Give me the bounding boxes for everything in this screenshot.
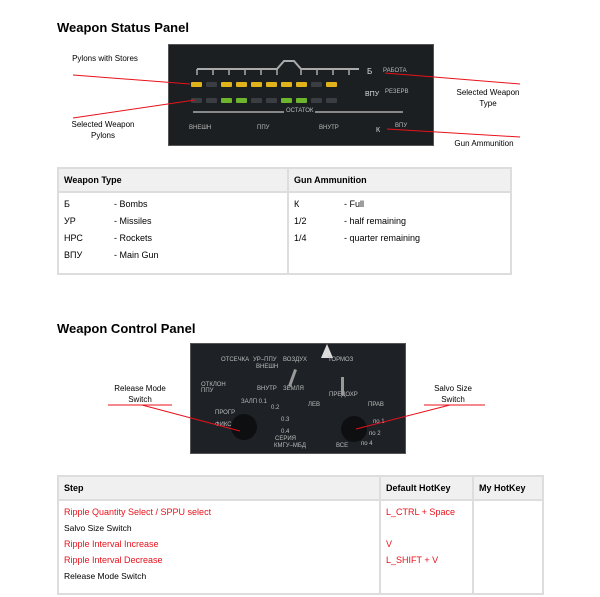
- table-row: Release Mode Switch: [64, 571, 147, 581]
- rezerv-label: РЕЗЕРВ: [385, 89, 409, 95]
- vpu-display: ВПУ: [365, 91, 380, 98]
- pylon-selected-led: [251, 98, 262, 103]
- list-item: Б- Bombs: [64, 199, 148, 209]
- pylon-store-led: [311, 82, 322, 87]
- hotkey-value: L_CTRL + Space: [386, 507, 455, 517]
- pylon-selected-led: [311, 98, 322, 103]
- pylon-selected-led: [266, 98, 277, 103]
- predokhr-label: ПРЕДОХР: [329, 392, 358, 398]
- pylon-selected-led: [206, 98, 217, 103]
- ostatok-label: ОСТАТОК: [284, 108, 316, 114]
- fiks-label: ФИКС: [215, 422, 232, 428]
- list-item: 1/2- half remaining: [294, 216, 407, 226]
- hotkey-value: [386, 571, 467, 587]
- v04-label: 0.4: [281, 429, 290, 435]
- pylon-selected-led: [281, 98, 292, 103]
- zalp-label: ЗАЛП 0.1: [241, 399, 268, 405]
- lev-label: ЛЕВ: [308, 402, 320, 408]
- seriya-label: СЕРИЯ: [275, 436, 296, 442]
- vnutr-label: ВНУТР: [257, 386, 277, 392]
- hotkey-value: [386, 523, 467, 539]
- weapon-control-panel-image: ОТСЕЧКА УР–ППУ ВНЕШН ВОЗДУХ ТОРМОЗ ОТКЛО…: [190, 343, 406, 454]
- list-item: ВПУ- Main Gun: [64, 250, 159, 260]
- ammo-display: К: [376, 127, 381, 134]
- v02-label: 0.2: [271, 405, 280, 411]
- header-my-hotkey: My HotKey: [473, 476, 544, 501]
- selected-type-annotation: Selected Weapon Type: [456, 88, 520, 108]
- weapon-control-title: Weapon Control Panel: [57, 321, 196, 336]
- otsechka-label: ОТСЕЧКА: [221, 357, 250, 363]
- weapon-type-display: Б: [367, 67, 373, 76]
- pylons-with-stores-annotation: Pylons with Stores: [72, 54, 138, 63]
- salvo-size-annotation: Salvo Size Switch: [434, 384, 472, 404]
- list-item: НРС- Rockets: [64, 233, 153, 243]
- v03-label: 0.3: [281, 417, 290, 423]
- ur-ppu-label: УР–ППУ: [253, 357, 277, 363]
- pylon-selected-led: [296, 98, 307, 103]
- zemlya-label: ЗЕМЛЯ: [283, 386, 304, 392]
- annotation-lines: [108, 404, 485, 432]
- header-step: Step: [58, 476, 381, 501]
- pylon-rail-icon: [196, 60, 359, 75]
- vnesh-label: ВНЕШН: [256, 364, 279, 370]
- po4-label: по 4: [361, 441, 373, 447]
- pylon-store-led: [251, 82, 262, 87]
- pylon-selected-led: [221, 98, 232, 103]
- list-item: К- Full: [294, 199, 364, 209]
- kmgu-label: КМГУ–МБД: [274, 443, 306, 449]
- pylon-selected-led: [191, 98, 202, 103]
- pylon-store-led: [266, 82, 277, 87]
- toggle-switch[interactable]: [341, 377, 344, 395]
- table-row: Salvo Size Switch: [64, 523, 132, 533]
- my-hotkey-cell[interactable]: [473, 500, 544, 594]
- hotkey-value: V: [386, 539, 393, 549]
- header-gun-ammo: Gun Ammunition: [288, 168, 512, 193]
- gun-ammo-annotation: Gun Ammunition: [454, 139, 514, 148]
- vse-label: ВСЕ: [336, 443, 349, 449]
- table-row: Ripple Interval Decrease: [64, 555, 163, 565]
- pylon-store-led: [326, 82, 337, 87]
- salvo-size-knob[interactable]: [341, 416, 367, 442]
- header-weapon-type: Weapon Type: [58, 168, 289, 193]
- table-row: Ripple Interval Increase: [64, 539, 159, 549]
- annotation-lines: [72, 72, 521, 138]
- hotkey-value: L_SHIFT + V: [386, 555, 439, 565]
- otklon-label: ОТКЛОН ППУ: [201, 382, 226, 394]
- vpu-label: ВПУ: [395, 123, 408, 129]
- pylon-selected-led: [236, 98, 247, 103]
- pylon-store-led: [296, 82, 307, 87]
- prav-label: ПРАВ: [368, 402, 384, 408]
- release-mode-annotation: Release Mode Switch: [114, 384, 166, 404]
- rabota-label: РАБОТА: [383, 68, 407, 74]
- header-default-hotkey: Default HotKey: [380, 476, 474, 501]
- vnesh-label: ВНЕШН: [189, 125, 212, 131]
- selected-pylons-annotation: Selected Weapon Pylons: [71, 120, 135, 140]
- pylon-store-led: [221, 82, 232, 87]
- indicator-icon: [321, 344, 333, 358]
- list-item: 1/4- quarter remaining: [294, 233, 421, 243]
- weapon-status-title: Weapon Status Panel: [57, 20, 189, 35]
- vnutr-label: ВНУТР: [319, 125, 339, 131]
- list-item: УР- Missiles: [64, 216, 152, 226]
- po1-label: по 1: [373, 419, 385, 425]
- pylon-store-led: [236, 82, 247, 87]
- po2-label: по 2: [369, 431, 381, 437]
- pylon-store-led: [206, 82, 217, 87]
- table-row: Ripple Quantity Select / SPPU select: [64, 507, 212, 517]
- progr-label: ПРОГР: [215, 410, 236, 416]
- pylon-selected-led: [326, 98, 337, 103]
- tormoz-label: ТОРМОЗ: [328, 357, 354, 363]
- pylon-store-led: [191, 82, 202, 87]
- vozdukh-label: ВОЗДУХ: [283, 357, 308, 363]
- pylon-store-led: [281, 82, 292, 87]
- release-mode-knob[interactable]: [231, 414, 257, 440]
- ppu-label: ППУ: [257, 125, 270, 131]
